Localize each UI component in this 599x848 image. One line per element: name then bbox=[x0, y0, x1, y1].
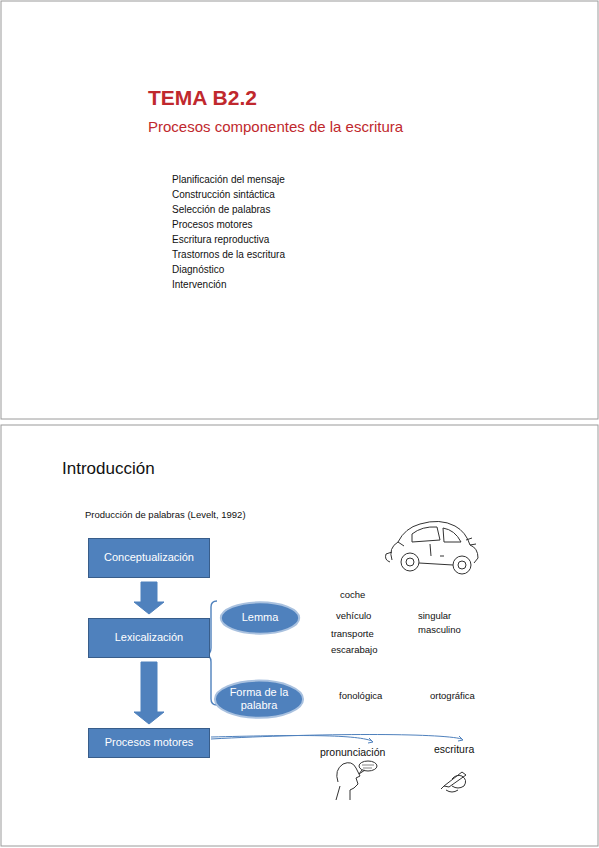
block-arrow bbox=[134, 582, 164, 614]
block-arrow bbox=[134, 662, 164, 724]
ellipse-shape bbox=[215, 680, 303, 717]
speaker-icon bbox=[336, 761, 377, 800]
node-text: Conceptualización bbox=[98, 551, 200, 564]
list-item: Escritura reproductiva bbox=[172, 234, 269, 246]
diagram-heading: Producción de palabras (Levelt, 1992) bbox=[85, 510, 246, 521]
form-type: ortográfica bbox=[430, 691, 475, 702]
node-text: Lemma bbox=[230, 611, 291, 624]
lemma-feature: masculino bbox=[418, 625, 461, 636]
lemma-word: vehículo bbox=[336, 611, 371, 622]
list-item: Selección de palabras bbox=[172, 204, 270, 216]
list-item: Trastornos de la escritura bbox=[172, 249, 285, 261]
slide-subtitle: Procesos componentes de la escritura bbox=[148, 118, 403, 135]
node-text: Forma de la palabra bbox=[214, 686, 304, 712]
lemma-word: transporte bbox=[331, 629, 374, 640]
process-ellipse: Lemma bbox=[220, 601, 300, 635]
list-item: Intervención bbox=[172, 279, 226, 291]
leader-line bbox=[211, 735, 462, 740]
lemma-word: coche bbox=[340, 590, 365, 601]
list-item: Diagnóstico bbox=[172, 264, 224, 276]
arrowhead bbox=[458, 736, 463, 741]
output-label: pronunciación bbox=[320, 746, 385, 758]
writing-icon bbox=[441, 772, 466, 792]
node-text: Lexicalización bbox=[109, 631, 189, 644]
list-item: Planificación del mensaje bbox=[172, 174, 285, 186]
node-text: Procesos motores bbox=[99, 736, 200, 749]
ellipse-shape bbox=[221, 602, 299, 633]
list-item: Procesos motores bbox=[172, 219, 253, 231]
process-box: Lexicalización bbox=[88, 618, 210, 658]
car-illustration bbox=[386, 521, 479, 574]
section-heading: Introducción bbox=[62, 459, 155, 479]
slide-frame bbox=[1, 425, 598, 846]
process-ellipse: Forma de la palabra bbox=[214, 679, 304, 719]
process-box: Procesos motores bbox=[88, 728, 210, 758]
arrowhead bbox=[368, 738, 373, 743]
list-item: Construcción sintáctica bbox=[172, 189, 275, 201]
lemma-feature: singular bbox=[418, 611, 451, 622]
process-box: Conceptualización bbox=[88, 538, 210, 578]
form-type: fonológica bbox=[339, 691, 382, 702]
lemma-word: escarabajo bbox=[331, 645, 377, 656]
output-label: escritura bbox=[434, 743, 474, 755]
slide-title: TEMA B2.2 bbox=[148, 86, 257, 110]
slide-frame bbox=[1, 1, 598, 419]
